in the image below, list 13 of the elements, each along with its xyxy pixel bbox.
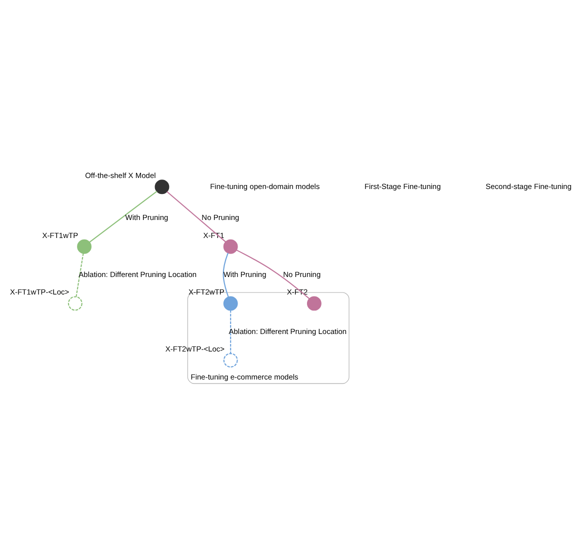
node-circle	[223, 353, 238, 368]
connector	[222, 252, 229, 298]
node-circle	[68, 296, 82, 311]
connector	[166, 191, 226, 242]
connector	[89, 190, 158, 243]
node-circle	[306, 296, 322, 311]
connector	[76, 253, 84, 297]
connector	[236, 250, 310, 300]
node-circle	[223, 239, 238, 254]
node-circle	[154, 180, 170, 194]
node-circle	[77, 239, 92, 254]
node-circle	[223, 296, 238, 311]
connector	[230, 310, 232, 354]
